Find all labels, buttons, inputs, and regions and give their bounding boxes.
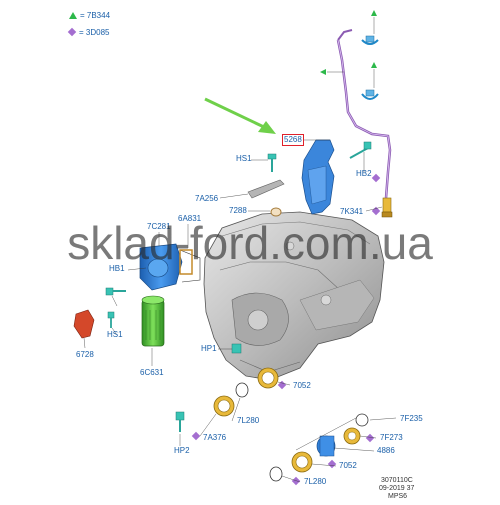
- part-label-6a831[interactable]: 6A831: [178, 214, 202, 223]
- legend-item-triangle: = 7B344: [69, 11, 110, 21]
- bolt-hb2: [349, 141, 372, 159]
- part-label-hs1-bottom[interactable]: HS1: [107, 330, 123, 339]
- part-label-7288[interactable]: 7288: [229, 206, 247, 215]
- part-label-hs1-top[interactable]: HS1: [236, 154, 252, 163]
- part-label-7k341[interactable]: 7K341: [340, 207, 364, 216]
- vent-connector: [381, 197, 393, 218]
- bracket-6728: [73, 309, 95, 339]
- part-label-hp1[interactable]: HP1: [201, 344, 217, 353]
- part-label-7c281[interactable]: 7C281: [147, 222, 171, 231]
- seal-7052-upper: [257, 367, 279, 389]
- part-label-7f273[interactable]: 7F273: [380, 433, 403, 442]
- plug-hp1: [231, 343, 242, 354]
- oring-7l280-upper: [235, 382, 249, 398]
- bracket-5268: [301, 139, 335, 215]
- bolt-hb1: [105, 287, 126, 296]
- part-label-hb1[interactable]: HB1: [109, 264, 125, 273]
- triangle-marker-icon: [69, 12, 77, 19]
- vent-tube: [320, 10, 392, 199]
- part-label-5268[interactable]: 5268: [282, 134, 304, 146]
- part-label-7a256[interactable]: 7A256: [195, 194, 219, 203]
- pointer-arrow: [204, 97, 276, 134]
- seal-7f273: [343, 427, 361, 445]
- part-label-7l280-upper[interactable]: 7L280: [237, 416, 260, 425]
- part-label-7l280-lower[interactable]: 7L280: [304, 477, 327, 486]
- leader-lines: [83, 152, 397, 483]
- part-label-6c631[interactable]: 6C631: [140, 368, 164, 377]
- reference-date: 09-2019 37: [379, 485, 415, 492]
- part-label-7052-upper[interactable]: 7052: [293, 381, 311, 390]
- bolt-hs1-top: [267, 153, 277, 172]
- bearing-4886: [316, 435, 336, 457]
- seal-7a376: [213, 395, 235, 417]
- part-label-hp2[interactable]: HP2: [174, 446, 190, 455]
- oring-7l280-lower: [269, 466, 283, 482]
- plug-hp2: [175, 411, 185, 432]
- part-label-7052-lower[interactable]: 7052: [339, 461, 357, 470]
- seal-7052-lower: [291, 451, 313, 473]
- transmission-housing: [203, 211, 385, 381]
- part-label-7f235[interactable]: 7F235: [400, 414, 423, 423]
- oil-cooler: [139, 243, 201, 291]
- washer-7288: [270, 207, 282, 217]
- part-label-6728[interactable]: 6728: [76, 350, 94, 359]
- legend-item-diamond: = 3D085: [67, 27, 109, 38]
- gasket-6a831: [179, 249, 193, 275]
- part-label-4886[interactable]: 4886: [377, 446, 395, 455]
- watermark: sklad-ford.com.ua: [67, 217, 433, 269]
- shift-lever: [247, 179, 285, 199]
- part-label-7a376[interactable]: 7A376: [203, 433, 227, 442]
- filter-6c631: [141, 295, 165, 347]
- bolt-hs1-bottom: [107, 311, 115, 328]
- part-label-hb2[interactable]: HB2: [356, 169, 372, 178]
- diamond-marker-icon: [67, 27, 77, 37]
- reference-model: MPS6: [388, 493, 408, 500]
- reference-code: 3070110C: [381, 477, 413, 484]
- oring-7f235: [355, 413, 369, 427]
